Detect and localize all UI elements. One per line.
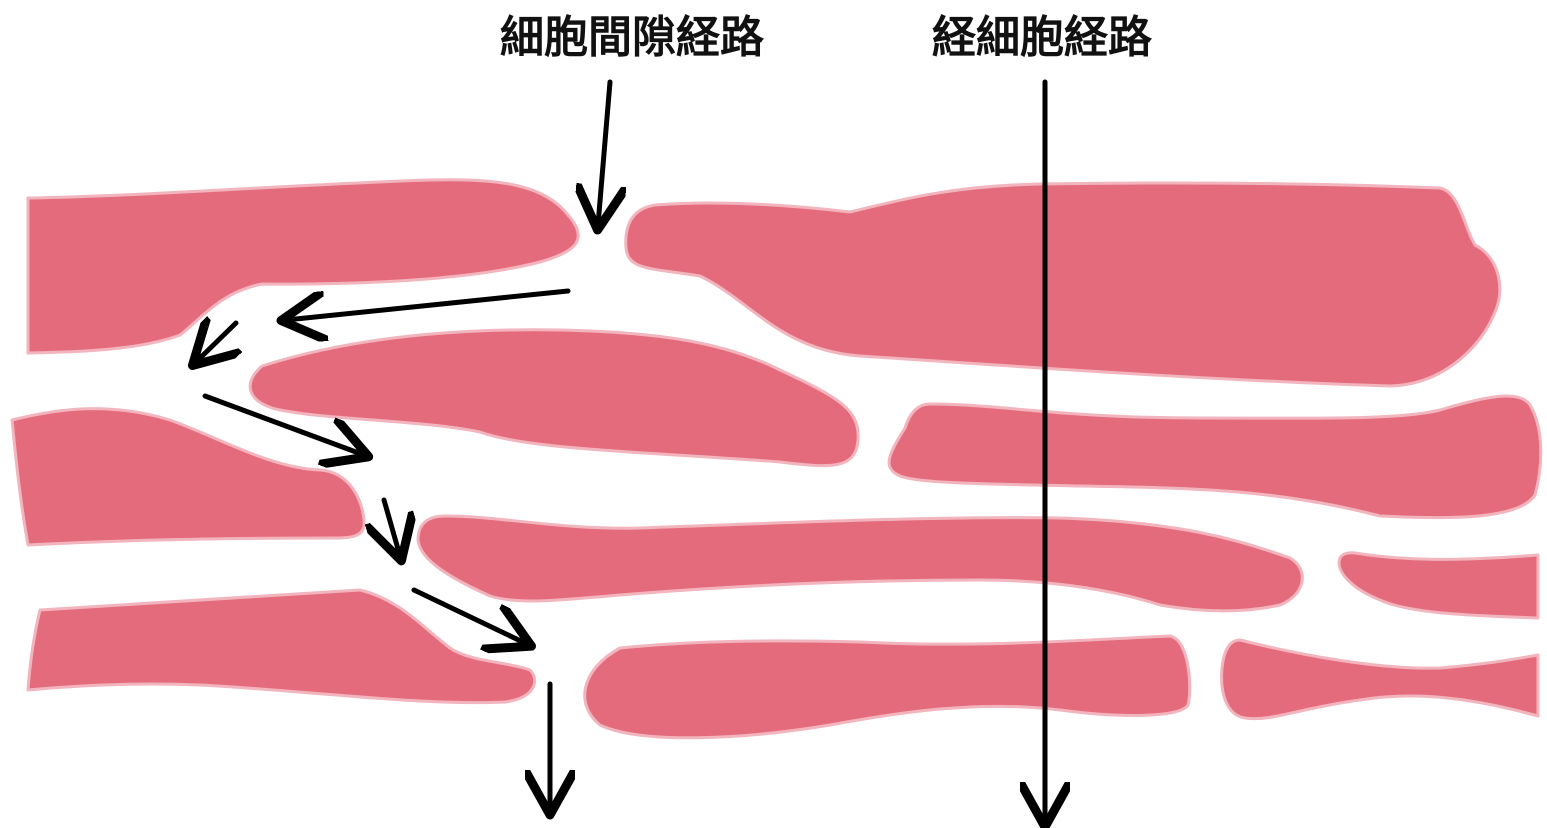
cell-3a <box>10 407 366 547</box>
cell-row-1 <box>26 178 1502 388</box>
paracellular-arrows <box>196 79 610 810</box>
paracellular-arrow-3 <box>196 323 236 362</box>
cell-4c <box>1220 638 1540 721</box>
paracellular-arrow-5 <box>384 497 400 556</box>
paracellular-arrow-4 <box>202 393 364 455</box>
cell-row-3 <box>10 407 1540 620</box>
cell-row-4 <box>26 588 1540 740</box>
cell-row-2 <box>248 328 1543 520</box>
cell-3c <box>1337 551 1540 620</box>
paracellular-arrow-6 <box>411 587 527 644</box>
paracellular-arrow-2 <box>286 288 571 320</box>
cell-1b <box>624 181 1502 388</box>
cell-2b <box>887 394 1543 520</box>
transcellular-route-label: 経細胞経路 <box>932 12 1153 63</box>
paracellular-arrow-1 <box>598 79 610 225</box>
cell-1a <box>26 178 580 355</box>
paracellular-route-label: 細胞間隙経路 <box>500 12 765 63</box>
cell-4b <box>583 634 1192 740</box>
cell-3b <box>416 514 1304 613</box>
cell-4a <box>26 588 537 705</box>
